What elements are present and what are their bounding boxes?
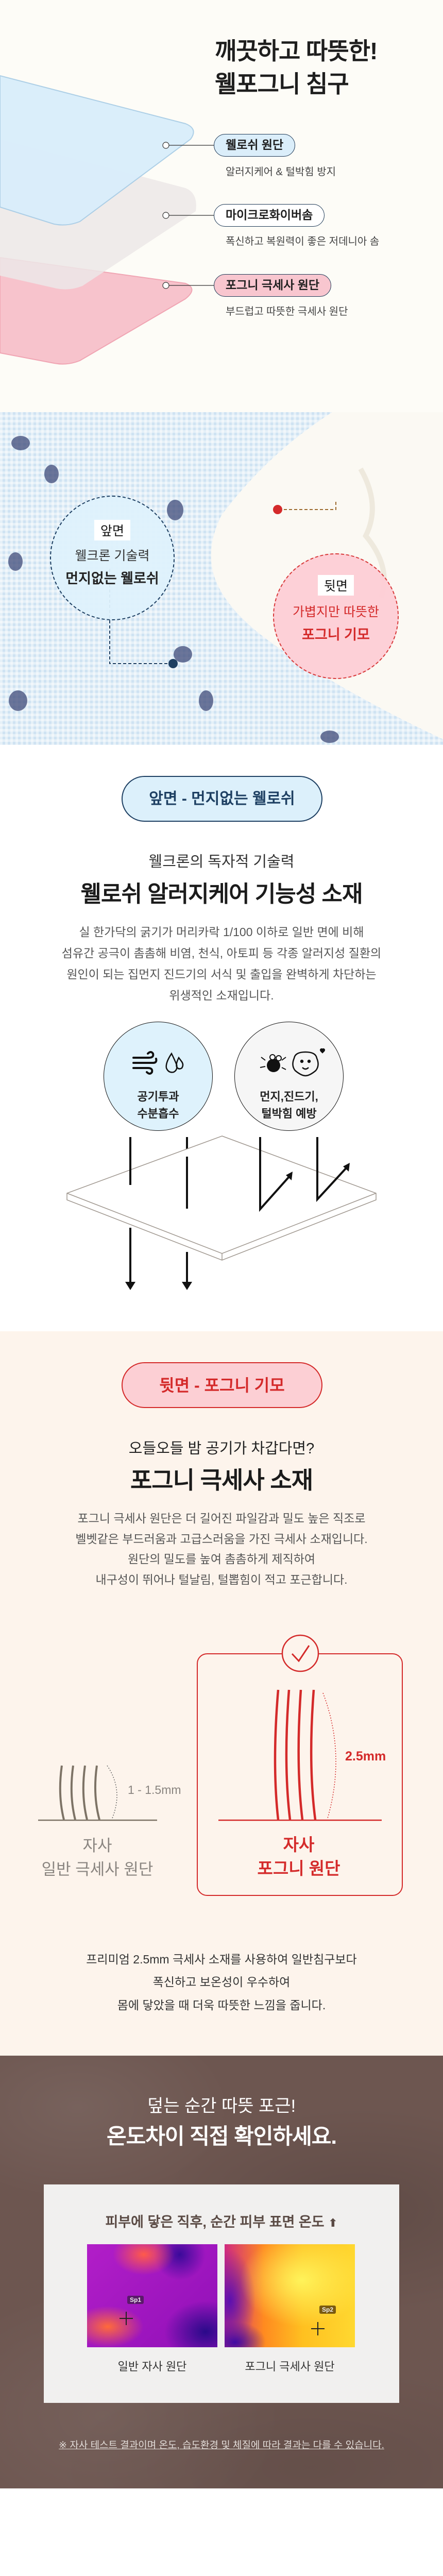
test-disclaimer: ※ 자사 테스트 결과이며 온도, 습도환경 및 체질에 따라 결과는 다를 수…: [59, 2440, 384, 2451]
front-tag: 앞면: [94, 520, 130, 540]
layer-label-wellosh: 웰로쉬 원단: [214, 134, 296, 157]
crosshair-icon: [311, 2322, 325, 2335]
hero-title-line1: 깨끗하고 따뜻한!: [215, 38, 378, 64]
front-section-pill: 앞면 - 먼지없는 웰로쉬: [122, 776, 322, 822]
back-footer-1: 프리미엄 2.5mm 극세사 소재를 사용하여 일반침구보다: [86, 1953, 357, 1966]
check-icon: [291, 1645, 310, 1663]
front-body-3: 원인이 되는 집먼지 진드기의 서식 및 출입을 완벽하게 차단하는: [66, 968, 377, 981]
thermal-caption-pogni: 포그니 극세사 원단: [245, 2360, 335, 2373]
feature-antidust-line2: 털박힘 예방: [261, 1107, 317, 1120]
front-line2: 먼지없는 웰로쉬: [65, 571, 159, 586]
bedding-photo: 앞면 웰크론 기술력 먼지없는 웰로쉬 뒷면 가볍지만 따뜻한 포그니 기모: [0, 412, 443, 745]
pogni-fibers: [274, 1689, 317, 1820]
dog-icon: [292, 1048, 325, 1077]
back-marker-dot: [273, 505, 282, 514]
front-line1: 웰크론 기술력: [75, 549, 150, 563]
product-detail-page: 깨끗하고 따뜻한! 웰포그니 침구 웰로쉬 원단 알러지케어 & 털박힘 방지 …: [0, 38, 443, 2488]
fabric-diagram: [66, 1136, 377, 1290]
front-marker-dot: [168, 659, 178, 668]
layer-desc-wellosh: 알러지케어 & 털박힘 방지: [226, 166, 336, 178]
front-body-1: 실 한가닥의 굵기가 머리카락 1/100 이하로 일반 면에 비해: [79, 925, 364, 939]
thermal-box-heading: 피부에 닿은 직후, 순간 피부 표면 온도 ⬆: [0, 2211, 443, 2231]
crosshair-icon: [120, 2312, 133, 2325]
back-title: 포그니 극세사 소재: [130, 1467, 313, 1494]
front-body-2: 섬유간 공극이 촘촘해 비염, 천식, 아토피 등 각종 알러지성 질환의: [61, 946, 382, 960]
thermal-caption-ordinary: 일반 자사 원단: [117, 2360, 187, 2373]
back-line2: 포그니 기모: [302, 627, 370, 642]
wind-icon: [132, 1051, 158, 1075]
pogni-label: 자사 포그니 원단: [222, 1833, 376, 1880]
water-drops-icon: [165, 1052, 184, 1073]
blue-layer: [0, 75, 194, 226]
layer-label-microfiber: 마이크로화이버솜: [214, 204, 325, 227]
feature-antidust: 먼지,진드기, 털박힘 예방: [234, 1022, 344, 1131]
panda-prints: [8, 436, 339, 743]
pass-through-arrows: [125, 1228, 192, 1290]
thermal-box-heading-text: 피부에 닿은 직후, 순간 피부 표면 온도: [105, 2214, 325, 2230]
spot-label-2: Sp2: [319, 2306, 336, 2314]
back-line1: 가볍지만 따뜻한: [293, 605, 379, 619]
arrow-up-icon: ⬆: [328, 2216, 338, 2229]
layer-label-pogni: 포그니 극세사 원단: [214, 274, 332, 297]
back-subtitle: 오들오들 밤 공기가 차갑다면?: [128, 1440, 315, 1457]
thermal-title: 온도차이 직접 확인하세요.: [106, 2124, 337, 2148]
pogni-label-line2: 포그니 원단: [257, 1859, 340, 1878]
back-tag: 뒷면: [317, 575, 354, 596]
blocked-arrows: [259, 1137, 348, 1212]
back-footer-2: 폭신하고 보온성이 우수하여: [152, 1975, 291, 1989]
ordinary-length: 1 - 1.5mm: [128, 1783, 181, 1797]
back-body-1: 포그니 극세사 원단은 더 길어진 파일감과 밀도 높은 직조로: [77, 1512, 366, 1525]
front-title: 웰로쉬 알러지케어 기능성 소재: [80, 882, 363, 907]
ordinary-fibers: [59, 1765, 100, 1820]
pogni-section: [0, 1331, 443, 2056]
back-callout: 뒷면 가볍지만 따뜻한 포그니 기모: [273, 553, 399, 679]
layer-diagram: [0, 75, 214, 365]
back-section-pill: 뒷면 - 포그니 기모: [122, 1362, 322, 1408]
back-body-2: 벨벳같은 부드러움과 고급스러움을 가진 극세사 소재입니다.: [75, 1532, 368, 1546]
thermal-image-ordinary: Sp1: [87, 2244, 217, 2347]
feature-breathable-line2: 수분흡수: [137, 1107, 179, 1120]
hero-title-line2: 웰포그니 침구: [215, 71, 349, 97]
dust-mite-icon: [260, 1054, 286, 1072]
back-body-4: 내구성이 뛰어나 털날림, 털뽑힘이 적고 포근합니다.: [95, 1573, 348, 1586]
feature-breathable-line1: 공기투과: [137, 1090, 179, 1103]
front-subtitle: 웰크론의 독자적 기술력: [148, 854, 295, 870]
ordinary-label-line1: 자사: [82, 1837, 112, 1855]
spot-label-1: Sp1: [127, 2296, 144, 2304]
fiber-compare-diagram: [38, 1634, 382, 1821]
thermal-subtitle: 덮는 순간 따뜻 포근!: [147, 2096, 296, 2116]
front-body-4: 위생적인 소재입니다.: [169, 989, 274, 1002]
pogni-length: 2.5mm: [345, 1749, 386, 1764]
back-footer-3: 몸에 닿았을 때 더욱 따뜻한 느낌을 줍니다.: [117, 1998, 326, 2012]
layer-desc-microfiber: 폭신하고 복원력이 좋은 저데니아 솜: [226, 236, 380, 247]
pogni-label-line1: 자사: [283, 1835, 315, 1854]
layer-desc-pogni: 부드럽고 따뜻한 극세사 원단: [226, 306, 348, 317]
back-body-3: 원단의 밀도를 높여 촘촘하게 제직하여: [127, 1552, 316, 1566]
front-callout: 앞면 웰크론 기술력 먼지없는 웰로쉬: [50, 496, 175, 620]
ordinary-label: 자사 일반 극세사 원단: [20, 1834, 175, 1882]
feature-antidust-line1: 먼지,진드기,: [260, 1090, 318, 1103]
fabric-sheet: [66, 1136, 377, 1261]
thermal-image-pogni: Sp2: [225, 2244, 355, 2347]
ordinary-label-line2: 일반 극세사 원단: [41, 1860, 154, 1878]
feature-breathable: 공기투과 수분흡수: [104, 1022, 213, 1131]
